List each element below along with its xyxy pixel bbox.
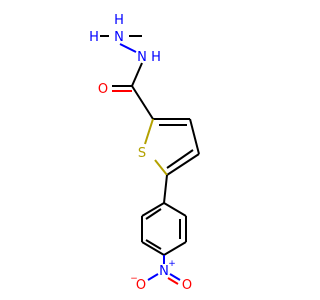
atom-s-ring: S	[138, 146, 146, 161]
benzene-bond-3	[163, 241, 187, 256]
ring-bond-3	[166, 153, 200, 176]
benzene-bond-6-inner	[145, 208, 162, 220]
atom-h-amide: H	[151, 50, 161, 65]
bond-carbonyl-ring	[131, 85, 154, 120]
benzene-bond-1	[163, 202, 187, 217]
bond-ring-link	[163, 174, 168, 204]
ring-bond-2	[189, 118, 200, 155]
benzene-bond-6	[141, 202, 165, 217]
benzene-bond-4-inner	[145, 239, 162, 250]
bond-n-o-right-1	[169, 273, 181, 281]
bond-n-o-left	[147, 273, 159, 281]
bond-n-o-right-2	[167, 277, 179, 285]
atom-n-nitro-charge: +	[168, 259, 176, 269]
bond-n-n	[119, 43, 137, 53]
atom-n-amide: N	[137, 50, 147, 65]
atom-o-carbonyl: O	[98, 82, 108, 97]
bond-n-carbonyl	[131, 62, 143, 87]
atom-n-top: N	[114, 30, 124, 45]
molecule-canvas: H N H N H O S N + O − O	[89, 13, 200, 293]
atom-o-nitro-left: O	[136, 278, 146, 293]
atom-n-nitro: N	[159, 264, 169, 279]
ring-bond-s-2	[154, 159, 168, 176]
ring-bond-s-1	[144, 118, 154, 145]
structure-diagram: H N H N H O S N + O − O	[89, 13, 200, 293]
ring-bond-3-inner	[166, 149, 194, 169]
atom-o-nitro-right: O	[182, 278, 192, 293]
atom-h-top: H	[114, 13, 124, 28]
atom-h-left: H	[89, 30, 99, 45]
atom-o-nitro-left-charge: −	[130, 274, 138, 284]
benzene-bond-4	[141, 241, 165, 256]
